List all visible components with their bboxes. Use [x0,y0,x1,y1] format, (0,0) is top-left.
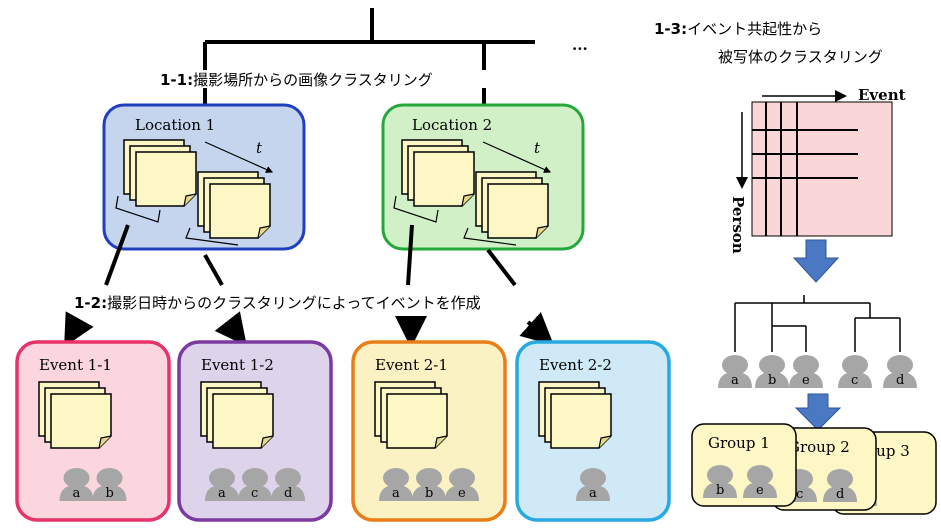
person-icon: a [205,468,239,501]
group-person: e [743,465,777,498]
group-person: b [703,465,737,498]
person-icon: a [576,468,610,501]
person-icon: a [379,468,413,501]
event-box: Event 2-1 a b e [351,340,507,522]
time-label-2: t [534,139,541,157]
matrix-y-label: Person [729,196,747,254]
dendrogram-leaf-person: b [755,355,789,388]
leaf-label: c [851,373,858,388]
group-person-label: b [716,483,724,498]
event-label: Event 2-2 [539,356,612,374]
person-label: a [218,486,226,501]
group-label: Group 1 [708,434,770,452]
location-1-box: Location 1 t [102,103,306,251]
step-1-3-label-line2: 被写体のクラスタリング [718,48,883,66]
dendrogram-leaf-person: d [883,355,917,388]
top-tree [203,8,535,108]
dendrogram [734,295,901,352]
cooccurrence-matrix: Event Person [729,86,906,254]
person-icon: c [238,468,272,501]
group-person: d [823,469,857,502]
event-box: Event 2-2 a [515,340,671,522]
group-person: c [783,469,817,502]
leaf-label: d [896,373,904,388]
leaf-label: b [768,373,776,388]
person-icon: a [59,468,94,501]
group-person-label: c [796,487,803,502]
person-icon: b [412,468,446,501]
location-2-label: Location 2 [412,116,492,134]
location-arrows [64,224,554,348]
person-icon: b [92,468,127,501]
step-1-2-label: 1-2:撮影日時からのクラスタリングによってイベントを作成 [74,294,481,312]
group-card: Group 2 c d [771,427,877,511]
group-label: Group 2 [788,438,850,456]
event-label: Event 1-2 [201,356,274,374]
down-arrow-1 [792,239,840,283]
dendrogram-leaf-person: c [838,355,872,388]
person-label: c [251,486,258,501]
location-2-box: Location 2 t [381,103,585,251]
location-1-label: Location 1 [135,116,215,134]
dendrogram-leaf-person: e [789,355,823,388]
dendrogram-leaf-person: a [718,355,752,388]
event-label: Event 1-1 [39,356,112,374]
event-label: Event 2-1 [375,356,448,374]
person-icon: d [271,468,305,501]
person-label: e [458,486,466,501]
person-label: a [589,486,597,501]
person-label: a [73,486,81,501]
down-arrow-2 [794,393,842,431]
person-icon: e [445,468,479,501]
event-box: Event 1-2 a c d [177,340,333,522]
step-1-1-label: 1-1:撮影場所からの画像クラスタリング [160,71,433,89]
ellipsis: ... [572,36,588,54]
group-person-label: e [756,483,764,498]
time-label: t [256,139,263,157]
event-box: Event 1-1 a b [15,340,171,522]
person-label: a [392,486,400,501]
person-label: b [106,486,114,501]
leaf-label: a [731,373,739,388]
group-person-label: d [836,487,844,502]
group-card: Group 1 b e [691,423,797,507]
person-label: d [284,486,292,501]
person-label: b [425,486,433,501]
leaf-label: e [802,373,810,388]
matrix-x-label: Event [858,86,906,104]
step-1-3-label-line1: 1-3:イベント共起性から [654,20,822,38]
